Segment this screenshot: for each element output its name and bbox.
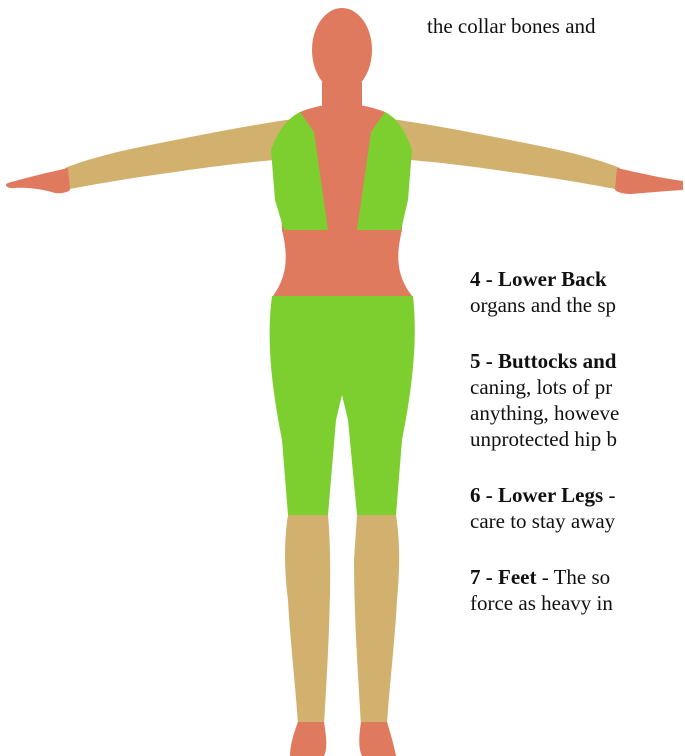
section-7-heading-line: 7 - Feet - The so [470,564,610,591]
head-zone [312,8,372,92]
section-5-text-line: anything, howeve [470,400,619,427]
left-foot-zone [290,722,326,756]
buttocks-thighs-zone [270,296,415,515]
right-foot-zone [359,722,396,756]
section-5-text-line: unprotected hip b [470,426,617,453]
section-5-heading: 5 - Buttocks and [470,349,616,373]
section-4-text-line: organs and the sp [470,292,616,319]
section-6-heading-suffix: - [603,483,615,507]
section-6-text-line: care to stay away [470,508,615,535]
left-hand-zone [6,168,70,193]
section-5-heading-line: 5 - Buttocks and [470,348,616,375]
section-7-heading-suffix: - The so [536,565,610,589]
left-lower-leg-zone [285,515,330,725]
section-7-heading: 7 - Feet [470,565,536,589]
section-4-heading: 4 - Lower Back [470,267,607,291]
section-6-heading: 6 - Lower Legs [470,483,603,507]
right-hand-zone [615,168,683,194]
section-5-text-line: caning, lots of pr [470,374,612,401]
right-arm-zone [385,118,620,190]
right-lower-leg-zone [354,515,399,725]
section-4-heading-line: 4 - Lower Back [470,266,607,293]
section-6-heading-line: 6 - Lower Legs - [470,482,615,509]
section-7-text-line: force as heavy in [470,590,613,617]
left-arm-zone [65,118,300,190]
intro-text-line: the collar bones and [427,13,596,40]
